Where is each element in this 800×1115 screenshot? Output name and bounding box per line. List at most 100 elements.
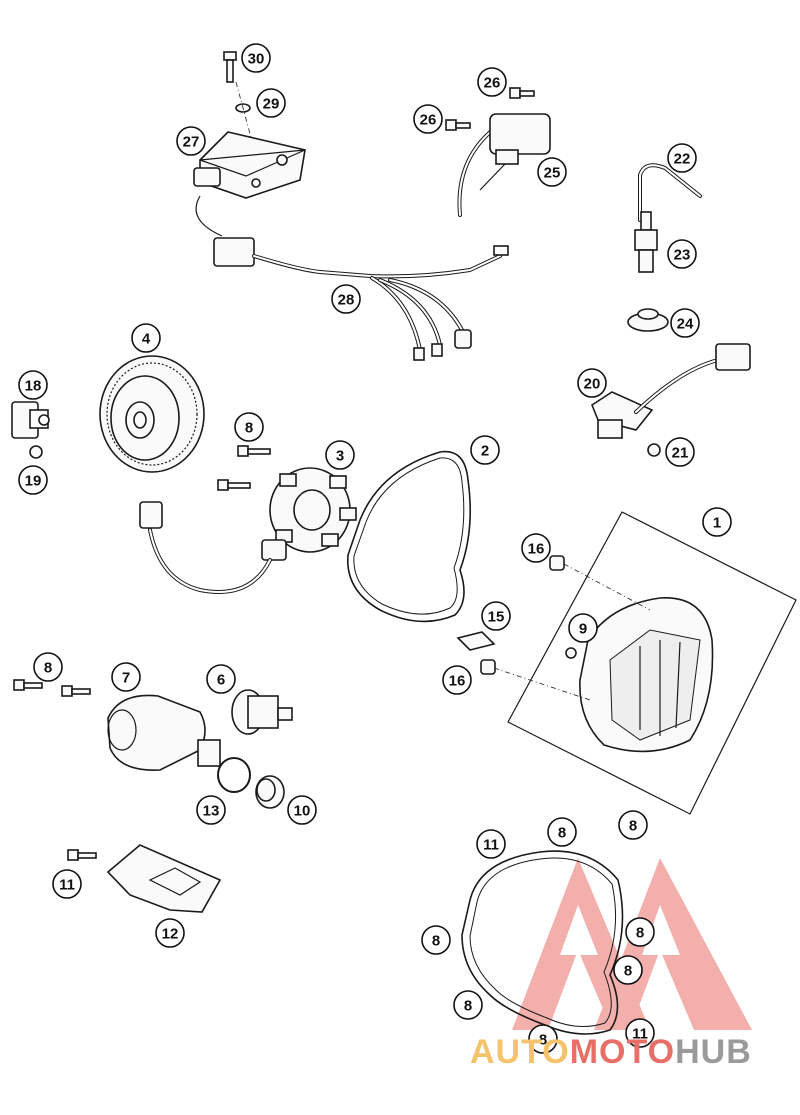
callout-25: 25 [537,157,567,187]
callout-8: 8 [547,817,577,847]
callout-label: 6 [217,672,225,689]
callout-label: 11 [483,837,499,854]
callout-circle [625,917,655,947]
callout-circle [421,925,451,955]
callout-11: 11 [625,1018,655,1048]
callout-circle [256,88,286,118]
callout-label: 20 [584,376,601,393]
assembly-line [235,81,263,179]
crankcase-gasket-11 [461,850,624,1035]
callout-label: 8 [558,825,566,842]
callout-label: 25 [544,165,561,182]
bolt-11 [67,849,97,861]
callout-label: 16 [528,541,545,558]
flywheel-4 [99,355,205,473]
watermark-triangle-logo [512,858,752,1030]
callout-label: 18 [25,378,42,395]
dowel-16-lower [480,659,496,675]
callout-circle [18,465,48,495]
callout-circle [665,437,695,467]
assembly-line-16-lower [493,667,591,701]
callout-16: 16 [521,533,551,563]
bolt-8-starter-right [61,685,91,697]
callout-circle [18,370,48,400]
connector-wire [195,195,223,237]
callout-circle [476,829,506,859]
cover-assembly-box-1 [507,511,797,815]
callout-11: 11 [52,869,82,899]
callout-label: 11 [59,877,75,894]
dowel-16-upper [549,555,565,571]
callout-circle [667,143,697,173]
callout-label: 11 [632,1026,648,1043]
voltage-regulator-20 [591,343,751,439]
callout-circle [413,104,443,134]
callout-circle [702,507,732,537]
callout-3: 3 [325,440,355,470]
callout-circle [547,817,577,847]
callout-label: 28 [338,292,355,309]
bolt-30 [223,51,237,83]
callout-label: 13 [203,803,220,820]
callout-9: 9 [568,613,598,643]
callout-circle [176,126,206,156]
o-ring-13 [217,757,251,793]
callout-label: 4 [142,331,151,348]
callout-circle [241,43,271,73]
starter-gear-6 [231,689,293,735]
callout-8: 8 [618,810,648,840]
callout-26: 26 [477,67,507,97]
callout-20: 20 [577,368,607,398]
callout-8: 8 [33,652,63,682]
callout-16: 16 [442,665,472,695]
callout-label: 8 [432,933,440,950]
callout-circle [470,435,500,465]
spark-plug-23 [634,211,658,273]
callout-label: 9 [579,621,587,638]
callout-circle [537,157,567,187]
watermark-logo-text: AUTOMOTOHUB [470,1030,792,1074]
callout-23: 23 [667,239,697,269]
callout-29: 29 [256,88,286,118]
callout-label: 21 [672,445,689,462]
ignition-coil-25 [457,113,551,217]
callout-label: 23 [674,247,691,264]
callout-12: 12 [155,918,185,948]
callout-circle [196,795,226,825]
callout-4: 4 [131,323,161,353]
callout-label: 26 [484,75,501,92]
gasket-2 [347,450,472,623]
bolt-8-stator-upper [237,445,271,457]
callout-7: 7 [111,662,141,692]
callout-19: 19 [18,465,48,495]
callout-circle [477,67,507,97]
callout-circle [287,795,317,825]
callout-28: 28 [331,284,361,314]
bolt-26-upper [509,87,535,99]
starter-motor-7 [107,694,221,771]
assembly-line-16-upper [563,563,651,611]
callout-8: 8 [234,412,264,442]
callout-22: 22 [667,143,697,173]
callout-label: 8 [636,925,644,942]
callout-8: 8 [453,990,483,1020]
callout-label: 19 [25,473,42,490]
callout-label: 8 [629,818,637,835]
watermark-part-moto: MOTO [569,1033,676,1071]
callout-circle [618,810,648,840]
bolt-19 [29,414,50,459]
callout-11: 11 [476,829,506,859]
wiring-harness-28 [213,237,509,361]
callout-circle [131,323,161,353]
callout-circle [528,1024,558,1054]
callout-circle [568,613,598,643]
callout-label: 26 [420,112,437,129]
callout-circle [325,440,355,470]
cdi-unit-27 [193,131,306,199]
callout-30: 30 [241,43,271,73]
plug-9 [565,647,577,659]
callout-label: 30 [248,51,265,68]
callout-circle [521,533,551,563]
